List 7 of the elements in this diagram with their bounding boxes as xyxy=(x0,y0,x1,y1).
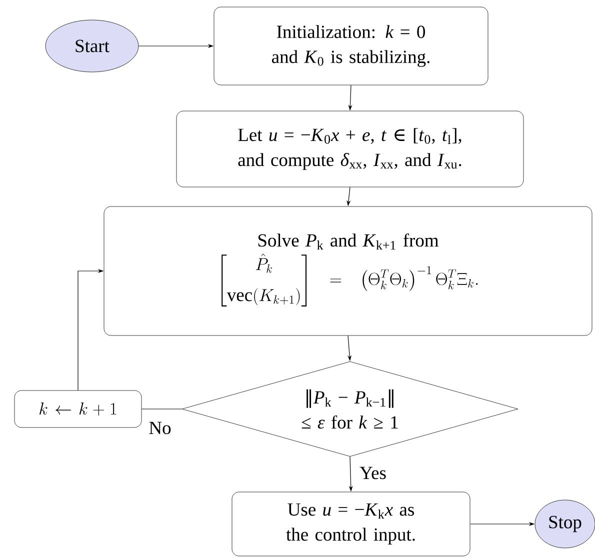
process-box: Let u = −K$_{0}$x + e, t ∈ [t$_{0}$, t$_{l}$], and compute δ$_{xx}$, I$_{xx}$, and I$_{xu}$. xyxy=(176,110,524,188)
edge-label: No xyxy=(148,420,172,436)
edge-label: Yes xyxy=(358,466,388,480)
process-box: Initialization: k = 0 and K$_{0}$ is stabilizing. xyxy=(214,6,488,86)
process-box: $k \leftarrow k+1$ xyxy=(14,390,142,428)
process-box: Solve P$_{k}$ and K$_{k+1}$ from $\begin{bmatrix} \hat{P}_k \\[6pt] \mathrm{vec}(K_{k+1}) \end{bmatrix} = \left(\Theta_k^T \Theta_k\right)^{-1} \Theta_k^T \Xi_k.$ xyxy=(104,206,592,336)
process-box: Use u = −K$_{k}$x as the control input. xyxy=(232,492,470,556)
